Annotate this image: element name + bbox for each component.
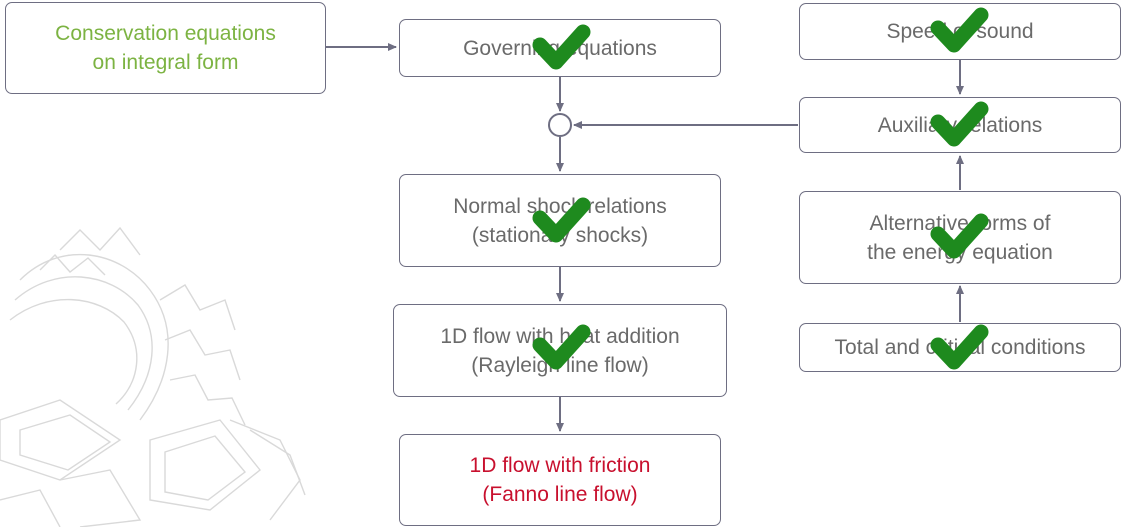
check-mark-icon xyxy=(532,24,591,70)
node-label: (Fanno line flow) xyxy=(482,483,638,506)
check-mark-icon xyxy=(930,7,989,53)
node-speed-of-sound: Speed of sound xyxy=(799,3,1121,60)
node-label: Conservation equations xyxy=(55,22,276,45)
node-friction-flow: 1D flow with friction (Fanno line flow) xyxy=(399,434,721,526)
check-mark-icon xyxy=(532,324,591,370)
node-label: Alternative forms of xyxy=(869,211,1051,235)
node-label: 1D flow with heat addition xyxy=(440,324,680,348)
junction-circle xyxy=(548,113,572,137)
check-mark-icon xyxy=(930,324,989,370)
node-label: Normal shock relations xyxy=(453,194,667,218)
node-label: 1D flow with friction xyxy=(469,454,651,477)
node-label: on integral form xyxy=(92,51,239,74)
check-mark-icon xyxy=(930,213,989,259)
node-conservation-equations: Conservation equations on integral form xyxy=(5,2,326,94)
check-mark-icon xyxy=(930,101,989,147)
check-mark-icon xyxy=(532,197,591,243)
